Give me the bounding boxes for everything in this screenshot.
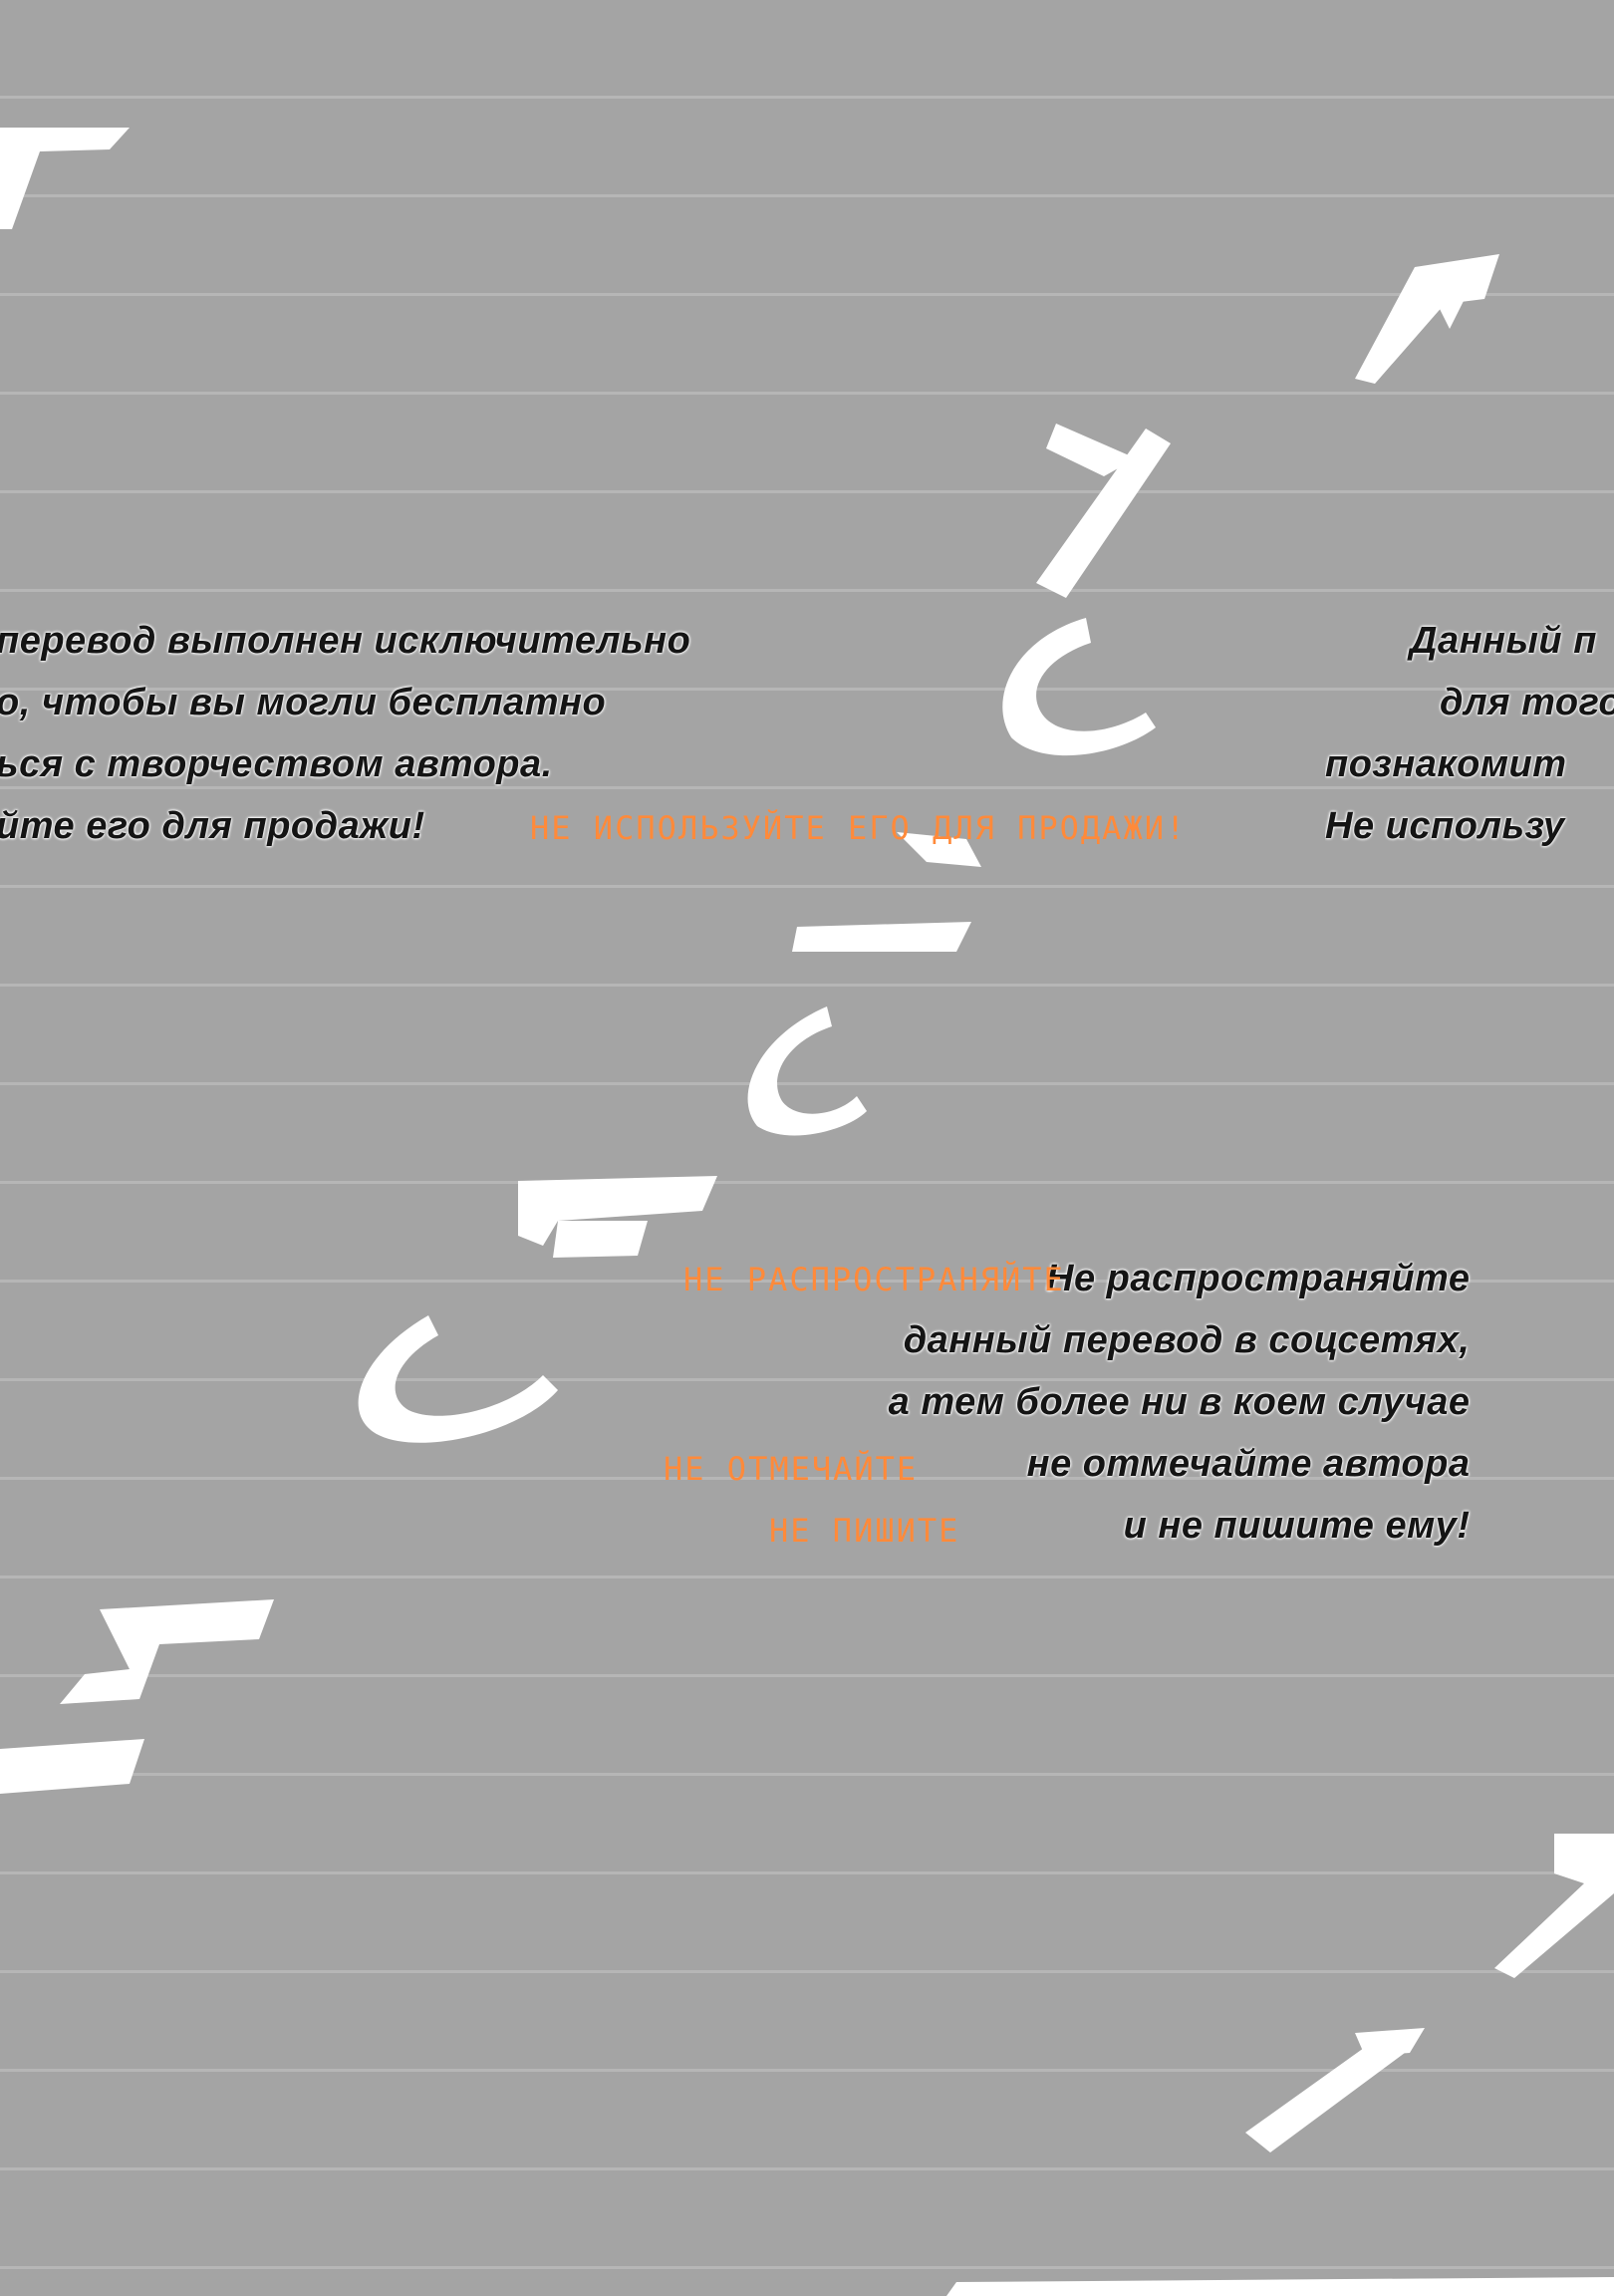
bottom-notice-line: данный перевод в соцсетях,: [903, 1319, 1471, 1361]
right-notice-line: для того,: [1440, 682, 1614, 723]
right-notice: Данный п для того, познакомит Не использ…: [1325, 610, 1614, 857]
left-notice-line: ься с творчеством автора.: [0, 743, 553, 785]
bottom-notice-line: и не пишите ему!: [1123, 1505, 1471, 1547]
left-notice: перевод выполнен исключительно о, чтобы …: [0, 610, 690, 857]
left-notice-line: о, чтобы вы могли бесплатно: [0, 682, 607, 723]
left-notice-line: йте его для продажи!: [0, 805, 425, 847]
highlight-no-spread: НЕ РАСПРОСТРАНЯЙТЕ: [683, 1261, 1065, 1298]
bottom-notice: Не распространяйте данный перевод в соцс…: [767, 1248, 1470, 1557]
highlight-no-write: НЕ ПИШИТЕ: [769, 1512, 960, 1550]
bottom-notice-line: Не распространяйте: [1046, 1258, 1471, 1299]
right-notice-line: познакомит: [1325, 743, 1567, 785]
right-notice-line: Не использу: [1325, 805, 1565, 847]
highlight-no-tag: НЕ ОТМЕЧАЙТЕ: [664, 1450, 919, 1488]
right-notice-line: Данный п: [1410, 620, 1597, 662]
left-notice-line: перевод выполнен исключительно: [0, 620, 691, 662]
highlight-no-sale: НЕ ИСПОЛЬЗУЙТЕ ЕГО ДЛЯ ПРОДАЖИ!: [530, 809, 1188, 847]
bottom-notice-line: не отмечайте автора: [1026, 1443, 1471, 1485]
bottom-notice-line: а тем более ни в коем случае: [888, 1381, 1471, 1423]
